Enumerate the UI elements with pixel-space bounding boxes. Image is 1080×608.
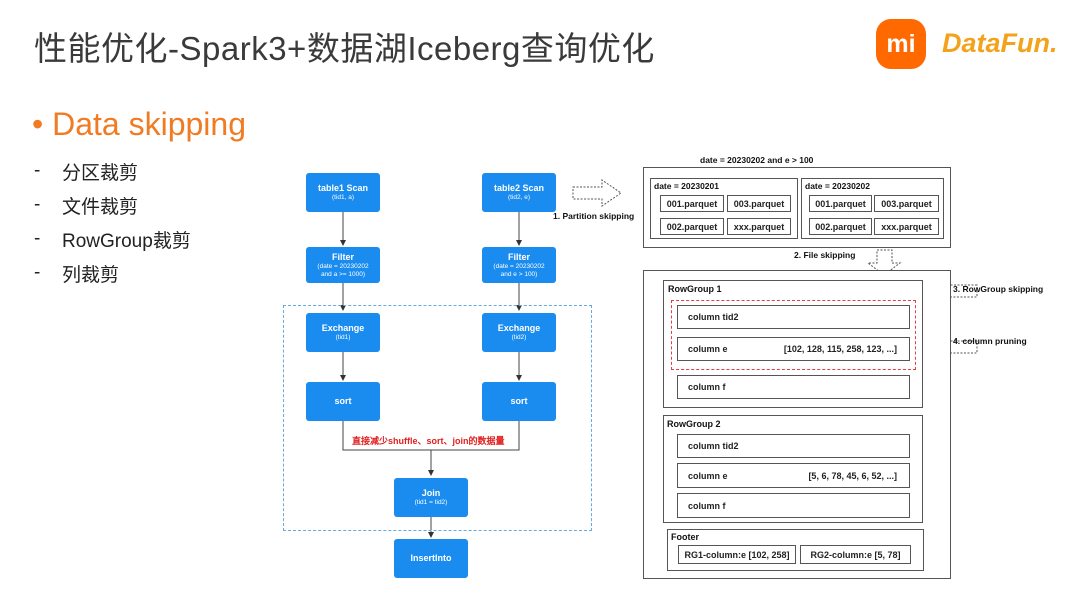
column-name: column tid2 [688,441,739,451]
step-file-skipping: 2. File skipping [794,250,856,260]
rowgroup-2 [663,415,923,523]
rowgroup-1 [663,280,923,408]
column-row: column e [102, 128, 115, 258, 123, ...] [677,337,910,361]
step-column-pruning: 4. column pruning [953,336,1027,346]
column-name: column tid2 [688,312,739,322]
node-sublabel: and e > 100) [500,270,538,278]
column-row: column tid2 [677,305,910,329]
bullet-item: -RowGroup裁剪 [34,222,191,256]
bullet-item: -文件裁剪 [34,188,191,222]
section-heading: • Data skipping [32,106,246,142]
file-skip-arrow [866,249,902,276]
column-row: column e [5, 6, 78, 45, 6, 52, ...] [677,463,910,488]
page-title: 性能优化-Spark3+数据湖Iceberg查询优化 [34,30,655,67]
bullet-item: -分区裁剪 [34,154,191,188]
column-row: column f [677,375,910,399]
table2-sort-node: sort [482,382,556,421]
node-label: Filter [507,251,530,262]
partition-20230201 [650,178,798,239]
node-label: InsertInto [410,553,452,563]
parquet-file: 001.parquet [809,195,872,212]
column-name: column e [688,470,728,481]
rowgroup-label: RowGroup 2 [667,419,721,429]
shuffle-region [283,305,592,531]
parquet-file: xxx.parquet [874,218,939,235]
column-name: column f [688,500,726,511]
node-label: Filter [331,251,354,262]
node-label: sort [510,396,528,406]
step-partition-skipping: 1. Partition skipping [553,211,635,221]
column-name: column f [688,382,726,392]
column-name: column e [688,344,728,354]
node-sublabel: (tid2) [511,334,527,341]
node-label: sort [334,396,352,406]
bullet-text: RowGroup裁剪 [62,230,191,252]
join-node: Join (tid1 = tid2) [394,478,468,517]
column-values: [5, 6, 78, 45, 6, 52, ...] [808,470,897,481]
skip-highlight [671,300,916,370]
bullet-item: -列裁剪 [34,256,191,290]
insertinto-node: InsertInto [394,539,468,578]
parquet-file: 001.parquet [660,195,724,212]
parquet-file: 003.parquet [727,195,791,212]
table1-exchange-node: Exchange (tid1) [306,313,380,352]
bullet-text: 列裁剪 [62,264,120,286]
bullet-list: -分区裁剪 -文件裁剪 -RowGroup裁剪 -列裁剪 [34,154,191,290]
table2-exchange-node: Exchange (tid2) [482,313,556,352]
node-sublabel: and a >= 1000) [320,270,366,278]
node-label: table1 Scan [317,183,369,193]
column-row: column f [677,493,910,518]
node-sublabel: (tid1 = tid2) [414,499,448,506]
rowgroup-label: RowGroup 1 [668,284,722,294]
footer-stat: RG1-column:e [102, 258] [678,545,796,564]
node-sublabel: (date = 20230202 [493,262,545,270]
flow-note: 直接减少shuffle、sort、join的数据量 [352,436,505,446]
node-sublabel: (tid2, e) [507,194,531,201]
step-rowgroup-skipping: 3. RowGroup skipping [953,284,1044,294]
parquet-file: xxx.parquet [727,218,791,235]
partition-skip-arrow [572,179,622,207]
node-label: Join [421,488,441,498]
table2-scan-node: table2 Scan (tid2, e) [482,173,556,212]
table2-filter-node: Filter (date = 20230202 and e > 100) [482,247,556,283]
query-condition: date = 20230202 and e > 100 [700,155,814,165]
partition-label: date = 20230202 [805,181,870,191]
bullet-text: 分区裁剪 [62,162,139,184]
node-sublabel: (tid1) [335,334,351,341]
table1-filter-node: Filter (date = 20230202 and a >= 1000) [306,247,380,283]
node-label: table2 Scan [493,183,545,193]
parquet-file: 003.parquet [874,195,939,212]
table1-sort-node: sort [306,382,380,421]
node-sublabel: (tid1, a) [331,194,355,201]
column-values: [102, 128, 115, 258, 123, ...] [783,344,897,354]
footer-stat: RG2-column:e [5, 78] [800,545,911,564]
partition-20230202 [801,178,944,239]
node-label: Exchange [321,323,365,333]
parquet-file: 002.parquet [660,218,724,235]
parquet-file: 002.parquet [809,218,872,235]
partition-label: date = 20230201 [654,181,719,191]
table1-scan-node: table1 Scan (tid1, a) [306,173,380,212]
mi-logo: mi [876,19,926,69]
bullet-text: 文件裁剪 [62,196,139,218]
footer-label: Footer [671,532,699,542]
section-title: Data skipping [52,106,246,142]
column-row: column tid2 [677,434,910,458]
node-label: Exchange [497,323,541,333]
node-sublabel: (date = 20230202 [317,262,369,270]
datafun-logo: DataFun. [942,28,1058,58]
